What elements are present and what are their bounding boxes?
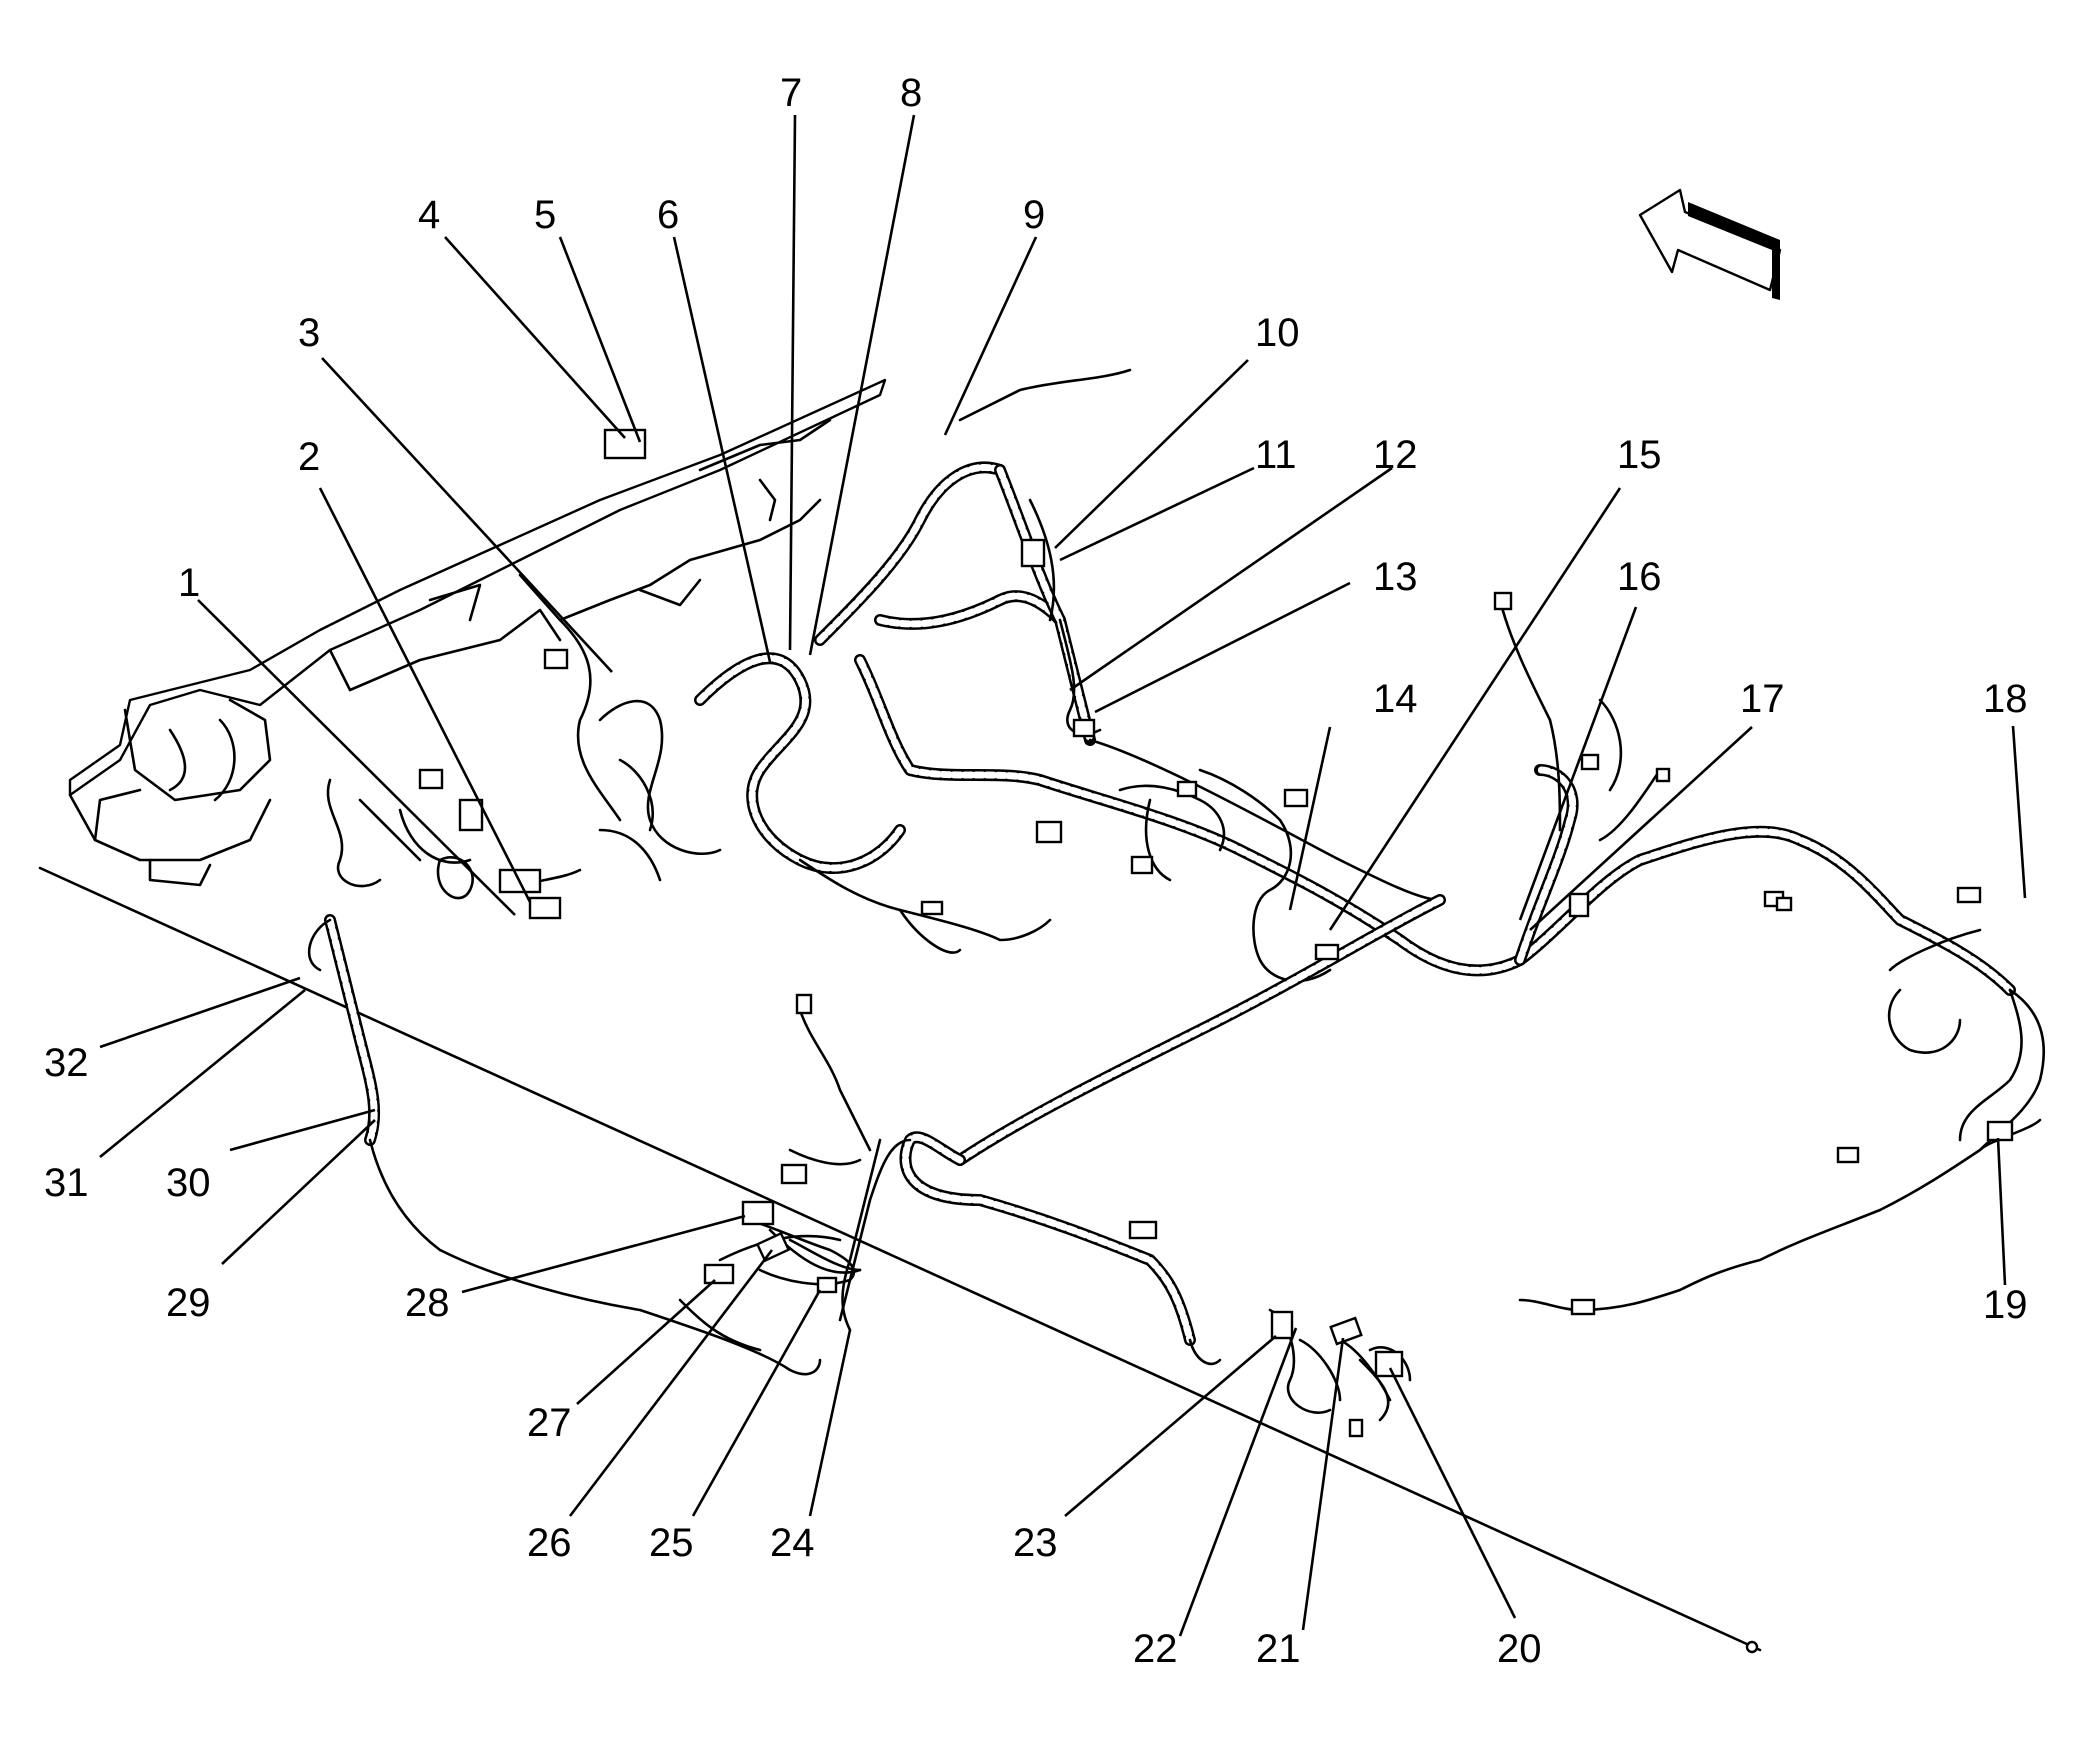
callout-9: 9 <box>1023 193 1045 237</box>
callout-22: 22 <box>1133 1627 1178 1671</box>
callout-13: 13 <box>1373 555 1418 599</box>
callout-12: 12 <box>1373 433 1418 477</box>
branch-wires <box>798 368 2046 1312</box>
callout-14: 14 <box>1373 677 1418 721</box>
left-rocker-harness <box>307 914 872 1376</box>
callout-26: 26 <box>527 1521 572 1565</box>
callout-32: 32 <box>44 1041 89 1085</box>
callout-31: 31 <box>44 1161 89 1205</box>
callout-17: 17 <box>1740 677 1785 721</box>
left-harness-cluster <box>326 618 722 920</box>
callout-8: 8 <box>900 71 922 115</box>
callout-18: 18 <box>1983 677 2028 721</box>
callout-numbers: 1 2 3 4 5 6 7 8 9 10 11 12 13 14 15 16 1… <box>44 71 2028 1671</box>
lower-center-cluster <box>1268 1308 1412 1438</box>
callout-19: 19 <box>1983 1283 2028 1327</box>
callout-16: 16 <box>1617 555 1662 599</box>
callout-29: 29 <box>166 1281 211 1325</box>
main-body-harness <box>694 461 2016 996</box>
callout-3: 3 <box>298 311 320 355</box>
floor-reference-line <box>38 866 1762 1654</box>
rocker-harness <box>838 738 1446 1366</box>
instrument-panel-structure <box>68 378 887 887</box>
callout-24: 24 <box>770 1521 815 1565</box>
callout-30: 30 <box>166 1161 211 1205</box>
callout-25: 25 <box>649 1521 694 1565</box>
callout-11: 11 <box>1255 433 1297 477</box>
callout-5: 5 <box>534 193 556 237</box>
callout-10: 10 <box>1255 311 1300 355</box>
callout-28: 28 <box>405 1281 450 1325</box>
callout-4: 4 <box>418 193 440 237</box>
right-connectors <box>603 428 2014 1316</box>
front-direction-arrow-icon <box>1638 188 1782 300</box>
callout-6: 6 <box>657 193 679 237</box>
callout-23: 23 <box>1013 1521 1058 1565</box>
callout-15: 15 <box>1617 433 1662 477</box>
callout-20: 20 <box>1497 1627 1542 1671</box>
callout-21: 21 <box>1256 1627 1301 1671</box>
lower-left-cluster <box>703 993 882 1332</box>
callout-1: 1 <box>178 561 200 605</box>
callout-7: 7 <box>780 71 802 115</box>
leader-lines <box>99 114 2027 1637</box>
callout-27: 27 <box>527 1401 572 1445</box>
callout-2: 2 <box>298 435 320 479</box>
